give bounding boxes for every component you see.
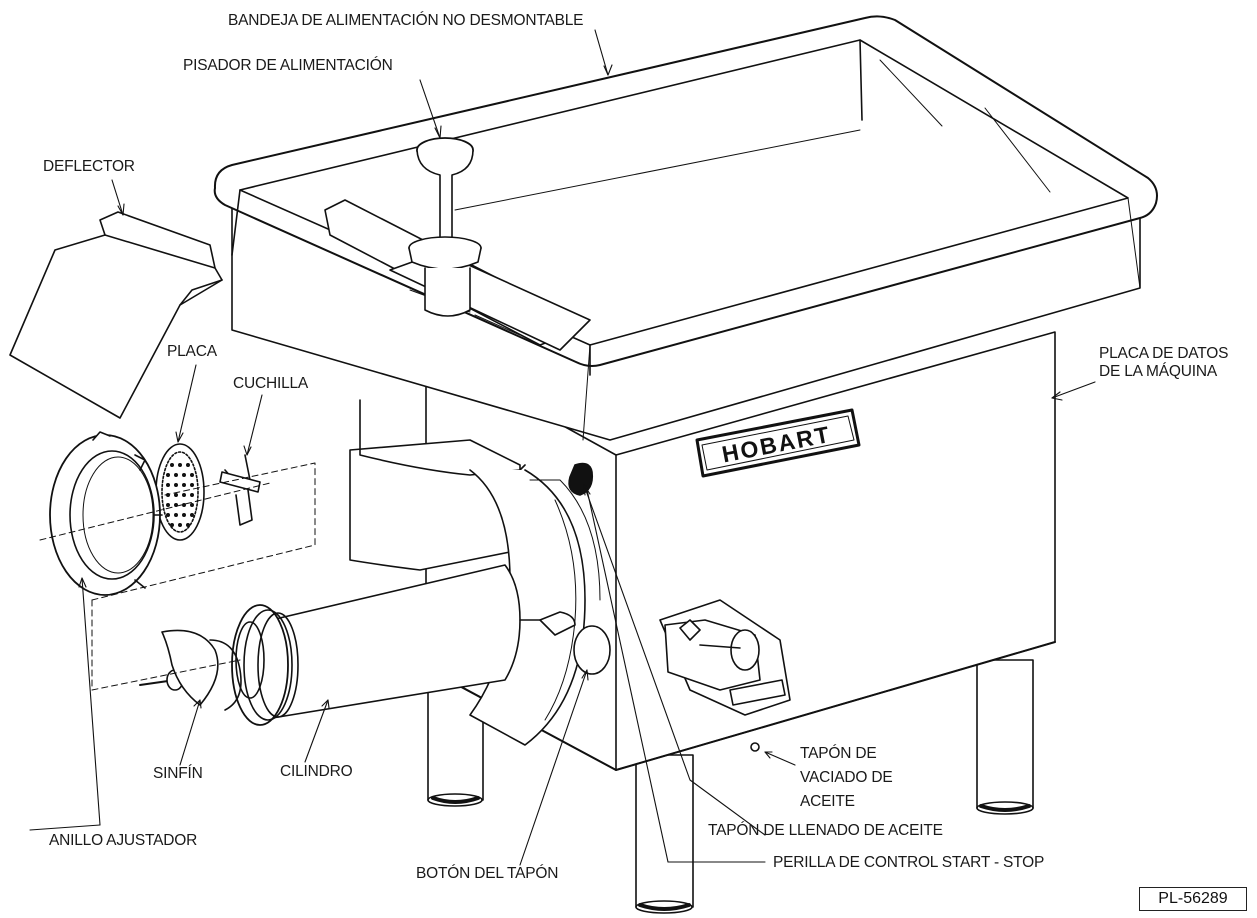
label-tapon-vaciado: TAPÓN DE VACIADO DE ACEITE <box>800 742 893 814</box>
hobart-logo <box>695 408 861 478</box>
leader-lines <box>29 29 1096 866</box>
label-boton-tapon: BOTÓN DEL TAPÓN <box>416 865 559 882</box>
label-placa-datos-line1: PLACA DE DATOS <box>1099 345 1229 362</box>
adjusting-ring <box>49 431 163 596</box>
deflector-part <box>9 211 223 419</box>
knife-part <box>219 454 261 526</box>
label-perilla: PERILLA DE CONTROL START - STOP <box>773 854 1045 871</box>
label-placa: PLACA <box>167 343 217 360</box>
reference-code: PL-56289 <box>1139 887 1247 911</box>
label-deflector: DEFLECTOR <box>43 158 135 175</box>
label-cuchilla: CUCHILLA <box>233 375 309 392</box>
control-knob-assembly <box>659 599 791 716</box>
assembly-guides <box>39 462 316 691</box>
oil-drain-plug <box>750 742 760 752</box>
feed-stomper <box>408 137 482 317</box>
label-cilindro: CILINDRO <box>280 763 353 780</box>
label-bandeja: BANDEJA DE ALIMENTACIÓN NO DESMONTABLE <box>228 12 584 29</box>
label-sinfin: SINFÍN <box>153 765 203 782</box>
label-tapon-vaciado-line3: ACEITE <box>800 793 855 810</box>
label-tapon-vaciado-line1: TAPÓN DE <box>800 745 877 762</box>
plug-button-part <box>573 625 611 675</box>
feed-screw <box>139 629 242 711</box>
label-placa-datos-line2: DE LA MÁQUINA <box>1099 363 1217 380</box>
label-placa-datos: PLACA DE DATOS DE LA MÁQUINA <box>1099 345 1228 381</box>
label-pisador: PISADOR DE ALIMENTACIÓN <box>183 57 393 74</box>
cylinder-part <box>231 564 576 726</box>
label-anillo: ANILLO AJUSTADOR <box>49 832 198 849</box>
label-tapon-vaciado-line2: VACIADO DE <box>800 769 893 786</box>
label-tapon-llenado: TAPÓN DE LLENADO DE ACEITE <box>708 822 943 839</box>
